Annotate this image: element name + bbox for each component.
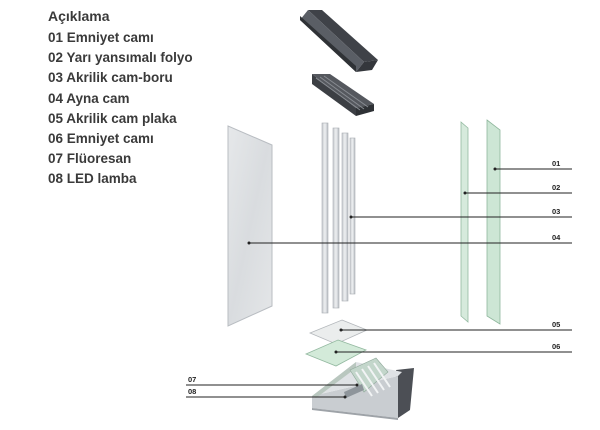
callout-01: 01 [552,159,560,168]
legend-list: 01 Emniyet camı 02 Yarı yansımalı folyo … [48,28,193,190]
fluorescent-tubes [349,357,389,393]
callout-04: 04 [552,233,561,242]
bottom-housing [312,357,414,420]
top-lamp-block [312,74,374,116]
mirror-glass [227,125,273,327]
semi-reflective-foil [460,121,469,323]
top-housing-cap [300,10,378,72]
lamp-ribs [355,362,391,397]
callout-08: 08 [188,387,196,396]
led-strip [344,384,364,398]
legend-item-05: 05 Akrilik cam plaka [48,110,177,126]
callout-07: 07 [188,375,196,384]
callouts [186,168,572,398]
callout-02: 02 [552,183,560,192]
legend-item-08: 08 LED lamba [48,171,137,187]
callout-05: 05 [552,320,560,329]
callout-03: 03 [552,207,560,216]
legend-title: Açıklama [48,8,110,24]
legend-item-01: 01 Emniyet camı [48,30,154,45]
legend-item-02: 02 Yarı yansımalı folyo [48,50,193,66]
legend-item-06: 06 Emniyet camı [48,131,154,147]
legend: Açıklama 01 Emniyet camı 02 Yarı yansıma… [48,6,193,190]
legend-item-03: 03 Akrilik cam-boru [48,70,173,86]
callout-06: 06 [552,342,560,351]
acrylic-tubes [321,122,356,314]
callout-dots [247,167,497,399]
legend-item-04: 04 Ayna cam [48,90,130,106]
legend-item-07: 07 Flüoresan [48,151,132,167]
safety-glass-front [486,119,501,325]
